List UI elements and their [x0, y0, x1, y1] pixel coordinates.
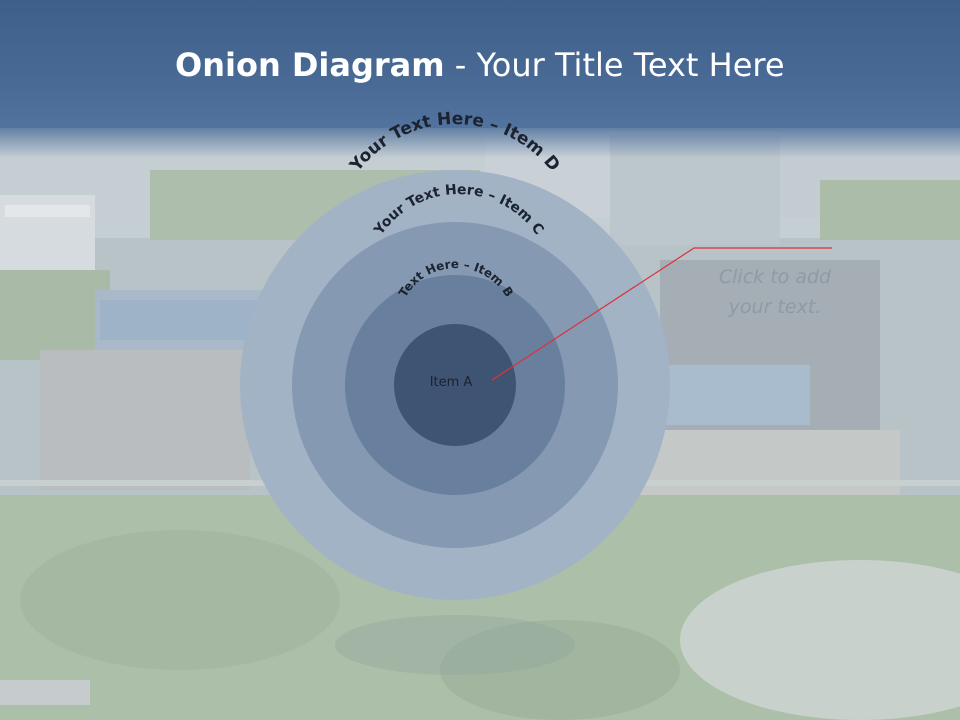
- callout-text[interactable]: Click to add your text.: [690, 262, 860, 322]
- slide-title[interactable]: Onion Diagram - Your Title Text Here: [175, 46, 785, 84]
- ring-label-d: Your Text Here – Item D: [346, 109, 564, 176]
- diagram-reflection: [335, 615, 575, 675]
- ring-label-a: Item A: [430, 375, 473, 390]
- title-bar: [0, 0, 960, 128]
- callout-leader-line: [491, 247, 832, 381]
- ring-item-a[interactable]: [394, 324, 516, 446]
- title-bold: Onion Diagram: [175, 46, 445, 84]
- callout-line-2: your text.: [728, 296, 822, 318]
- callout-line-1: Click to add: [718, 266, 832, 288]
- title-bar-fade: [0, 128, 960, 158]
- title-rest: - Your Title Text Here: [444, 46, 785, 84]
